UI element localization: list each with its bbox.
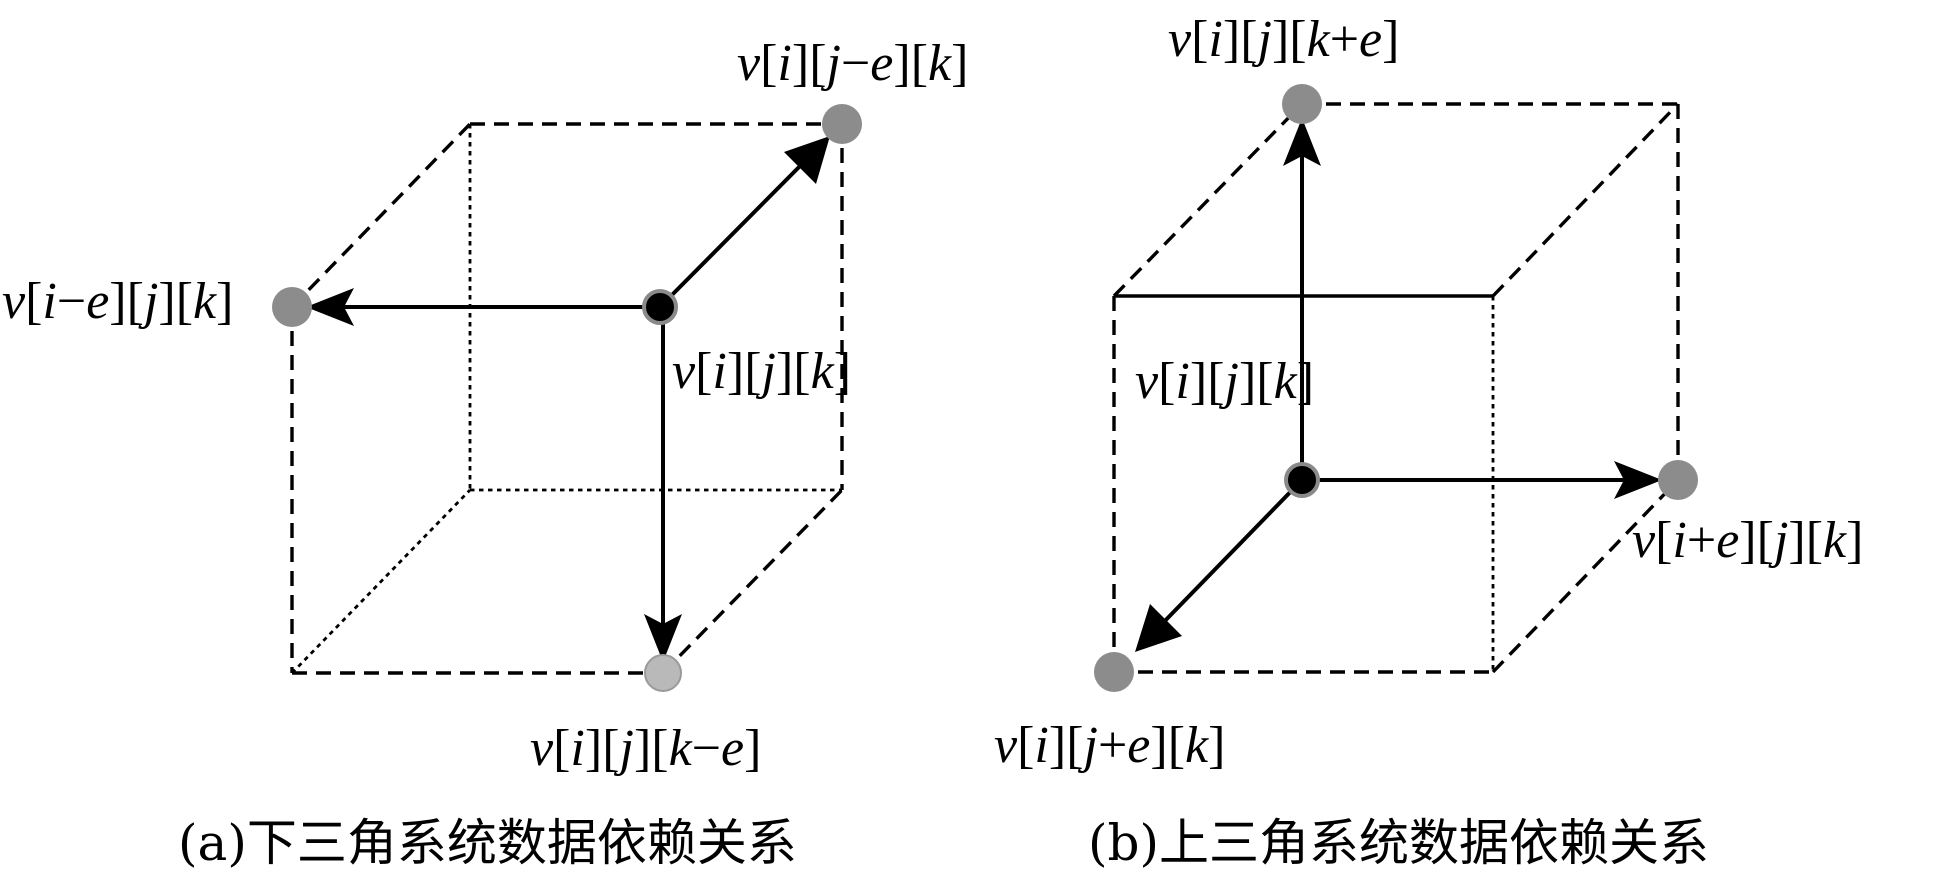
arrow-head-j-plus [1135,604,1182,652]
label-b-k-plus: v[i][j][k+e] [1168,11,1399,68]
arrow-to-j-minus [658,156,810,309]
node-a-j-minus [822,104,862,144]
label-b-center: v[i][j][k] [1135,353,1314,410]
arrow-head-k-plus [1283,118,1321,166]
arrow-to-j-plus [1156,478,1304,630]
node-b-i-plus [1658,460,1698,500]
node-a-i-minus [272,287,312,327]
cube-b-depth-top-left-edge [1112,102,1304,298]
cube-a-depth-bottom-left-edge [290,489,472,674]
arrows-a [306,136,830,662]
arrows-b [1135,118,1662,652]
arrow-head-j-minus [784,136,830,184]
caption-b: (b)上三角系统数据依赖关系 [1088,814,1709,872]
label-a-i-minus: v[i−e][j][k] [2,273,233,330]
label-a-center: v[i][j][k] [672,343,851,400]
panel-a: v[i][j−e][k] v[i−e][j][k] v[i][j][k] v[i… [2,35,968,872]
caption-a: (a)下三角系统数据依赖关系 [178,814,797,872]
label-b-j-plus: v[i][j+e][k] [994,717,1225,774]
cube-a-depth-top-left-edge [290,122,472,309]
arrow-head-i-plus [1614,461,1662,499]
arrow-head-k-minus [644,614,682,662]
panel-b: v[i][j][k+e] v[i][j][k] v[i+e][j][k] v[i… [994,11,1863,872]
node-b-j-plus [1094,652,1134,692]
arrow-head-i-minus [306,288,354,326]
node-b-k-plus [1282,84,1322,124]
node-a-center [642,289,678,325]
node-b-center [1284,462,1320,498]
cube-b-depth-top-right-edge [1491,102,1680,298]
cube-b-depth-bottom-right-edge [1491,478,1680,674]
label-a-k-minus: v[i][j][k−e] [530,720,761,777]
label-b-i-plus: v[i+e][j][k] [1632,512,1863,569]
label-a-j-minus: v[i][j−e][k] [737,35,968,92]
cube-a-depth-bottom-right-edge [661,488,844,675]
node-a-k-minus [644,654,682,692]
